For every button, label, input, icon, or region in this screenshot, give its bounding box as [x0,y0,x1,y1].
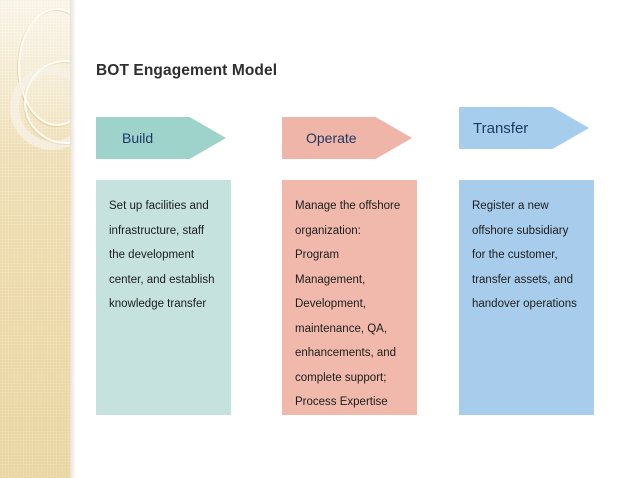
phase-banner-label-transfer: Transfer [473,119,529,137]
phase-banner-operate: Operate [282,117,412,159]
phase-banner-label-build: Build [122,130,154,146]
phase-panel-operate: Manage the offshore organization: Progra… [282,180,417,415]
phase-banner-build: Build [96,117,226,159]
sidebar-edge-shadow [70,0,76,478]
phase-panel-build: Set up facilities and infrastructure, st… [96,180,231,415]
phase-panel-transfer: Register a new offshore subsidiary for t… [459,180,594,415]
page-title: BOT Engagement Model [96,62,278,79]
phase-banner-transfer: Transfer [459,107,589,149]
decorative-sidebar [0,0,70,478]
phase-banner-label-operate: Operate [306,130,357,146]
